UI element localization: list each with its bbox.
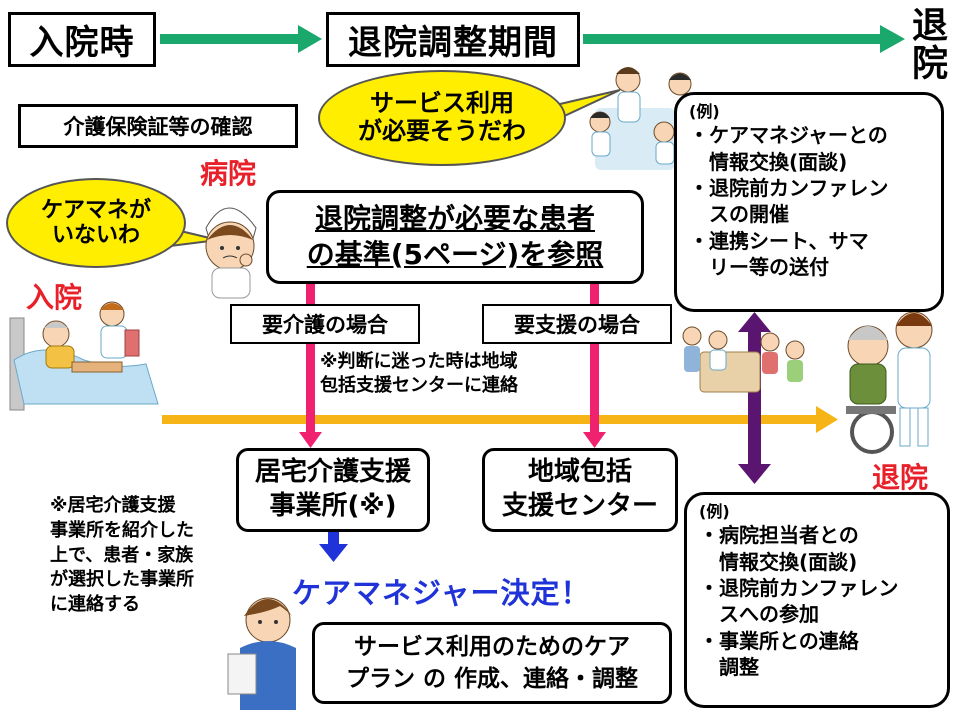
home-care-office-box: 居宅介護支援 事業所(※) — [236, 448, 430, 532]
office-example-item-2: 情報交換(面談) — [719, 549, 858, 574]
service-needed-bubble: サービス利用 が必要そうだわ — [318, 70, 566, 166]
care-needed-arrow — [299, 282, 322, 448]
care-needed-box: 要介護の場合 — [230, 304, 420, 344]
regional-center-line1: 地域包括 — [527, 457, 632, 488]
insurance-check-label: 介護保険証等の確認 — [63, 115, 253, 139]
care-plan-line1: サービス利用のためのケア — [354, 633, 630, 660]
care-needed-label: 要介護の場合 — [262, 313, 388, 337]
office-examples-box: (例) ・病院担当者との 情報交換(面談) ・退院前カンファレン スへの参加 ・… — [684, 492, 950, 708]
criteria-box: 退院調整が必要な患者 の基準(5ページ)を参照 — [266, 190, 644, 284]
footnote-line1: ※居宅介護支援 — [50, 495, 176, 516]
no-caremanager-bubble: ケアマネが いないわ — [6, 178, 186, 268]
nurse-illustration — [205, 207, 257, 299]
header-arrow-2 — [583, 25, 905, 53]
support-needed-box: 要支援の場合 — [482, 304, 672, 344]
discharge-label: 退院 — [872, 461, 929, 494]
blue-down-arrow — [319, 528, 348, 562]
uncertain-note-line2: 包括支援センターに連絡 — [320, 375, 518, 397]
home-care-office-line1: 居宅介護支援 — [254, 457, 411, 488]
office-examples-heading: (例) — [699, 502, 730, 521]
discharge-header-label: 退院 — [906, 6, 947, 82]
home-care-office-line2: 事業所(※) — [269, 491, 397, 521]
office-example-item-3: ・退院前カンファレン — [699, 575, 899, 600]
support-needed-label: 要支援の場合 — [514, 313, 640, 337]
office-selection-footnote: ※居宅介護支援 事業所を紹介した 上で、患者・家族 が選択した事業所 に連絡する — [50, 494, 250, 618]
nurses-meeting-illustration — [589, 67, 692, 170]
regional-center-line2: 支援センター — [501, 491, 658, 521]
discharge-period-box: 退院調整期間 — [326, 12, 580, 67]
header-arrow-1 — [160, 25, 322, 53]
hospital-examples-heading: (例) — [689, 102, 720, 121]
hospital-examples-box: (例) ・ケアマネジャーとの 情報交換(面談) ・退院前カンファレン スの開催 … — [674, 92, 944, 312]
office-example-item-6: 調整 — [719, 655, 759, 680]
hospital-example-item-5: ・連携シート、サマ — [689, 228, 869, 253]
uncertain-note: ※判断に迷った時は地域 包括支援センターに連絡 — [320, 350, 590, 399]
care-plan-box: サービス利用のためのケア プラン の 作成、連絡・調整 — [312, 622, 672, 704]
admission-time-label: 入院時 — [29, 23, 135, 63]
footnote-line3: 上で、患者・家族 — [50, 544, 194, 566]
regional-center-box: 地域包括 支援センター — [482, 448, 678, 532]
hospital-example-item-2: 情報交換(面談) — [709, 149, 848, 174]
service-bubble-line1: サービス利用 — [370, 89, 514, 118]
hospital-label: 病院 — [200, 157, 257, 190]
office-example-item-5: ・事業所との連絡 — [699, 628, 859, 653]
uncertain-note-line1: ※判断に迷った時は地域 — [320, 351, 518, 372]
service-bubble-line2: が必要そうだわ — [358, 117, 526, 145]
caremanager-bubble-line2: いないわ — [51, 223, 140, 248]
care-plan-line2: プラン の 作成、連絡・調整 — [345, 666, 638, 692]
admission-time-box: 入院時 — [8, 12, 156, 67]
hospital-example-item-4: スの開催 — [709, 202, 789, 227]
caremanager-bubble-line1: ケアマネが — [40, 197, 151, 223]
group-meeting-illustration — [682, 326, 805, 393]
care-manager-illustration — [227, 597, 296, 710]
support-needed-arrow — [583, 282, 606, 448]
bedside-patient-illustration — [9, 301, 159, 411]
criteria-line2: の基準(5ページ)を参照 — [306, 238, 604, 271]
footnote-line4: が選択した事業所 — [50, 569, 194, 591]
footnote-line5: に連絡する — [50, 594, 140, 616]
hospital-example-item-6: リー等の送付 — [709, 255, 829, 280]
office-example-item-4: スへの参加 — [719, 602, 819, 627]
hospital-example-item-3: ・退院前カンファレン — [689, 175, 889, 200]
timeline-arrow — [162, 406, 838, 433]
discharge-period-label: 退院調整期間 — [348, 23, 558, 63]
hospital-example-item-1: ・ケアマネジャーとの — [689, 123, 888, 148]
insurance-check-box: 介護保険証等の確認 — [18, 104, 298, 148]
caremanager-decided-title: ケアマネジャー決定！ — [292, 576, 591, 610]
office-example-item-1: ・病院担当者との — [699, 523, 859, 548]
admission-label: 入院 — [26, 281, 83, 314]
criteria-line1: 退院調整が必要な患者 — [314, 201, 595, 235]
wheelchair-illustration — [846, 311, 933, 454]
footnote-line2: 事業所を紹介した — [50, 519, 194, 541]
